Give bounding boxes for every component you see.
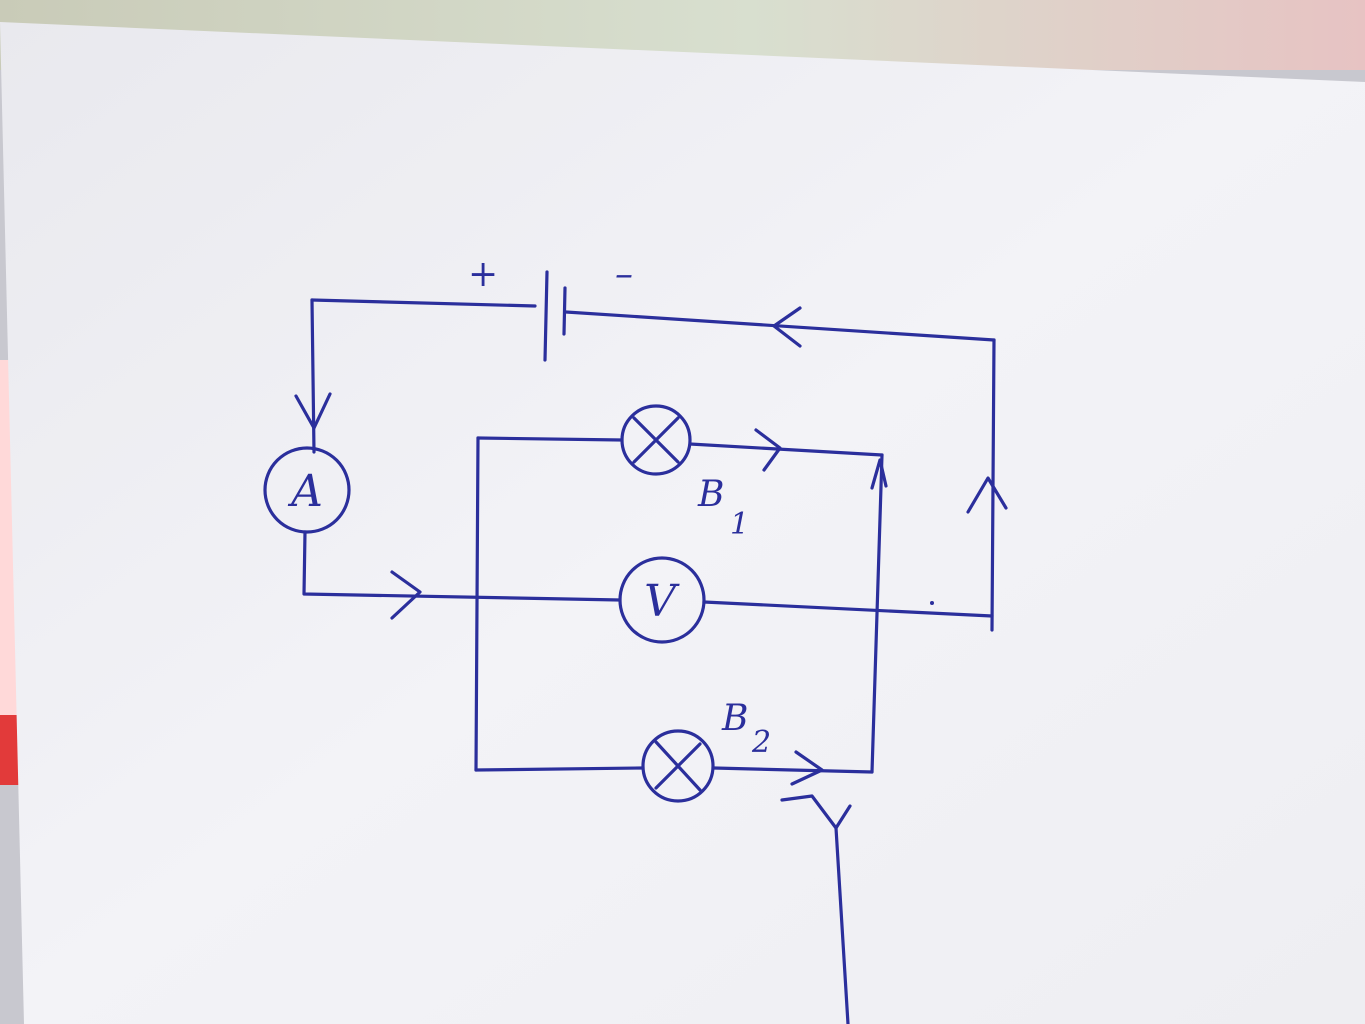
bulb-b1-label: B 1 [697, 474, 749, 542]
parallel-left-rail [474, 436, 480, 772]
bulb-b1 [620, 404, 692, 476]
battery-negative-plate [562, 286, 567, 336]
bulb-b2-circle [641, 729, 715, 803]
current-arrow-b1 [754, 428, 782, 472]
wire-top-left [310, 298, 537, 308]
bulb-b2-label-sub: 2 [751, 725, 771, 760]
stray-stroke-y [780, 794, 852, 830]
battery-positive-label: + [468, 254, 498, 295]
current-arrow-b2 [790, 750, 824, 786]
voltmeter-circle [618, 556, 706, 644]
current-arrow-rail [870, 458, 888, 490]
branch3-wire-left [474, 766, 644, 772]
battery [543, 270, 567, 362]
battery-negative-label: – [615, 254, 633, 295]
branch1-wire-right [688, 442, 884, 457]
paper-sheet [0, 22, 1365, 1024]
bulb-b1-label-main: B [697, 474, 724, 515]
stray-stroke-tail [834, 826, 850, 1024]
branch3-wire-right [712, 766, 874, 774]
bulb-b2 [641, 729, 715, 803]
bulb-b1-label-sub: 1 [730, 507, 749, 542]
parallel-right-rail [870, 453, 884, 774]
wire-voltmeter-out [702, 600, 994, 618]
bulb-b1-cross [632, 416, 680, 464]
circuit-diagram: + – A B 1 [263, 254, 1008, 1024]
voltmeter-label: V [644, 576, 680, 627]
red-tab [0, 715, 22, 785]
ink-dot [930, 601, 934, 605]
current-arrow-top [772, 306, 802, 348]
bulb-b2-label: B 2 [721, 698, 771, 760]
wire-ammeter-out [302, 530, 622, 602]
current-arrow-bottom-left [390, 570, 422, 620]
bulb-b2-cross [654, 740, 702, 792]
bulb-b2-label-main: B [721, 698, 748, 739]
branch1-wire-left [476, 436, 624, 442]
current-arrow-left [294, 392, 332, 430]
battery-positive-plate [543, 270, 549, 362]
ammeter-circle [263, 446, 351, 534]
bulb-b1-circle [620, 404, 692, 476]
ammeter: A [263, 446, 351, 534]
current-arrow-right [966, 476, 1008, 514]
ammeter-label: A [287, 466, 323, 517]
wire-top-right [564, 310, 996, 342]
voltmeter: V [618, 556, 706, 644]
